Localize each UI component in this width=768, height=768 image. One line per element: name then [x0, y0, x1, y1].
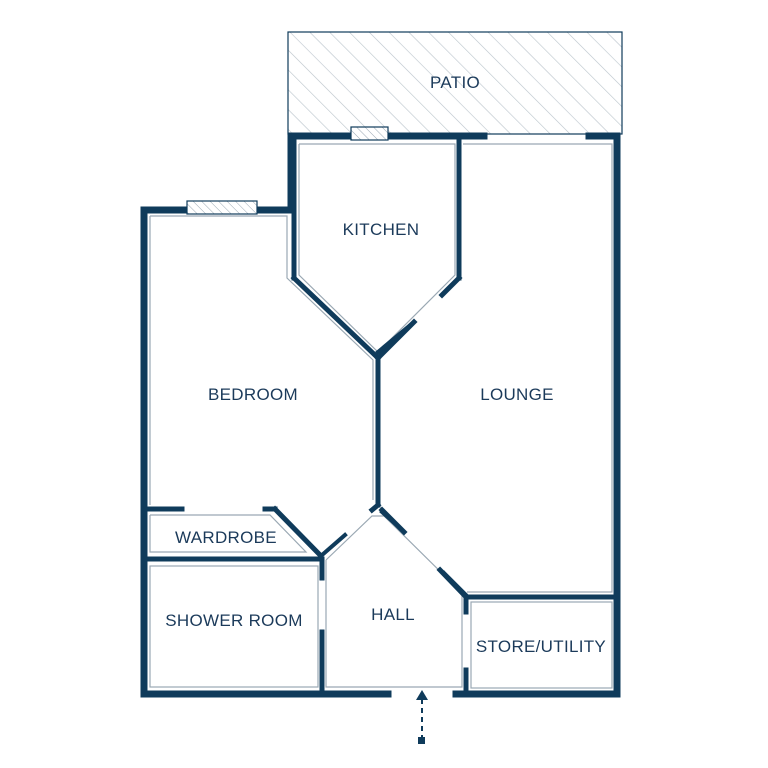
label-patio: PATIO	[430, 73, 480, 92]
label-bedroom: BEDROOM	[208, 385, 298, 404]
label-lounge: LOUNGE	[480, 385, 554, 404]
door-leaves	[319, 319, 469, 598]
kitchen-window	[350, 126, 389, 141]
internal-walls	[144, 137, 617, 694]
label-shower-room: SHOWER ROOM	[165, 611, 302, 630]
outer-walls	[140, 132, 621, 698]
label-hall: HALL	[371, 605, 415, 624]
label-kitchen: KITCHEN	[343, 220, 420, 239]
patio-area	[287, 31, 623, 135]
label-store-utility: STORE/UTILITY	[476, 637, 606, 656]
label-wardrobe: WARDROBE	[175, 528, 277, 547]
entry-arrow-icon	[416, 690, 428, 744]
bedroom-window	[186, 200, 258, 215]
inner-outlines	[149, 143, 613, 689]
